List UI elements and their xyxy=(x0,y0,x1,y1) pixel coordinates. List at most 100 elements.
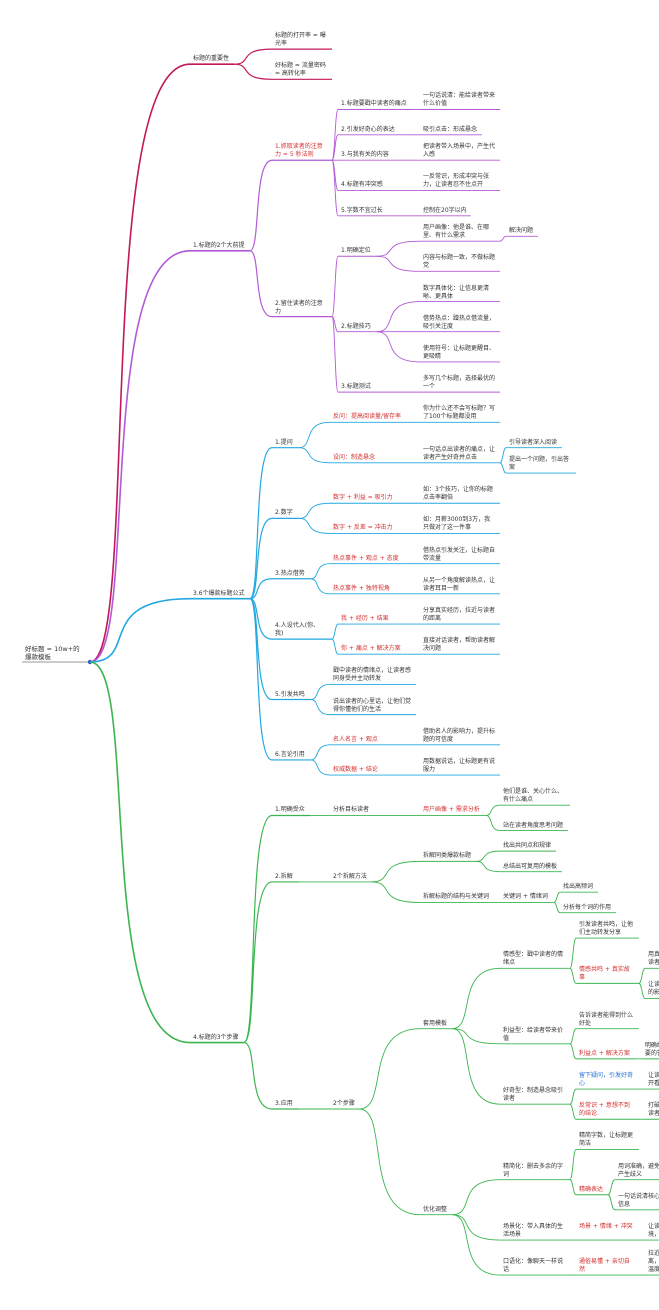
branch-2-2-1-1: 用户画像：他是谁、在哪里、有什么需求 xyxy=(423,224,490,240)
branch-4-3-1-1-2-connector xyxy=(451,1028,501,1045)
branch-4-1-1-1-1-connector xyxy=(485,804,501,816)
branch-2-2-3: 3.标题测试 xyxy=(341,383,371,391)
branch-3-4-2: 你 + 痛点 + 解决方案 xyxy=(341,645,401,653)
branch-4-3-1-1-2-2-connector xyxy=(569,1043,577,1060)
branch-4-3-1-2-1-2-1: 用词准确，避免产生歧义 xyxy=(618,1162,659,1178)
branch-3-3-2: 热点事件 + 独特视角 xyxy=(333,584,390,592)
branch-2-2-2-2: 借势热点：蹭热点借流量，吸引关注度 xyxy=(423,314,496,330)
branch-4-3-1-1-1-connector xyxy=(451,967,501,1030)
branch-3-2-1-1: 如：3个技巧，让你的标题点击率翻倍 xyxy=(423,486,493,502)
branch-4-3-1-1-1-2-1: 用真实故事打动读者 xyxy=(648,951,659,967)
branch-4-2-1-2-connector xyxy=(371,881,421,903)
branch-2-2-1-1-1: 解决问题 xyxy=(509,227,534,235)
branch-4-3-1-1-1: 情感型：戳中读者的情绪点 xyxy=(503,951,564,967)
branch-3-5-2-connector xyxy=(310,699,331,716)
branch-4-3-1-1-3-1-connector xyxy=(569,1088,577,1105)
branch-2-connector xyxy=(89,250,191,663)
branch-4-3-connector xyxy=(243,1041,273,1110)
branch-4-3-1-2-3: 口语化：像聊天一样说话 xyxy=(503,1258,564,1274)
branch-3-1-2-1: 一句话点出读者的痛点，让读者产生好奇并点击 xyxy=(423,445,496,461)
branch-3-5-1-connector xyxy=(310,683,331,700)
branch-2-2-3-connector xyxy=(331,316,339,393)
branch-3-6-1-1: 借助名人的影响力，提升标题的可信度 xyxy=(423,727,496,743)
branch-2-1-2-connector xyxy=(331,134,339,161)
branch-1-2-connector xyxy=(233,63,273,80)
branch-4-3-1-1-2-1: 告诉读者能得到什么好处 xyxy=(579,1011,634,1027)
branch-4-2-1-2-1-2-connector xyxy=(553,901,561,914)
branch-3-6-1: 名人名言 + 观点 xyxy=(333,735,378,743)
branch-2-1-2-1: 吸引点击：形成悬念 xyxy=(423,125,478,133)
branch-3-3-1: 热点事件 + 观点 + 态度 xyxy=(333,554,399,562)
branch-3-1-2: 设问：制造悬念 xyxy=(333,453,376,461)
branch-3-3-2-1: 从另一个角度解读热点，让读者耳目一新 xyxy=(423,576,496,592)
branch-3-1-connector xyxy=(249,447,273,600)
branch-4-2-1-1-1: 找出共同点和规律 xyxy=(503,842,552,850)
branch-2-1-5-1: 控制在20字以内 xyxy=(423,206,467,214)
branch-3-1-1-connector xyxy=(298,421,331,449)
branch-2-2-1-2: 内容与标题一致，不做标题党 xyxy=(423,254,496,270)
branch-4-connector xyxy=(89,661,191,1044)
branch-4-2-connector xyxy=(243,881,273,1044)
branch-4-3-1: 2个步骤 xyxy=(333,1099,355,1107)
branch-3-3-connector xyxy=(249,578,273,600)
branch-4-3-1-2-1-2-1-connector xyxy=(607,1179,616,1196)
branch-4: 4.标题的3个步骤 xyxy=(193,1033,239,1041)
branch-4-1-1-1-1: 他们是谁、关心什么、有什么痛点 xyxy=(503,788,564,804)
branch-3-2: 2.数字 xyxy=(275,509,293,517)
branch-4-3-1-1-3-2-1: 打破认知，颠覆读者的固有思维 xyxy=(648,1102,659,1118)
branch-2-1-1-connector xyxy=(331,109,339,161)
branch-2-1-3: 3.与我有关的内容 xyxy=(341,151,389,159)
branch-2-2-3-1: 多写几个标题，选择最优的一个 xyxy=(423,375,496,391)
branch-2-1-connector xyxy=(249,159,273,252)
branch-4-3-1-1-connector xyxy=(359,1028,421,1110)
branch-3-2-connector xyxy=(249,517,273,600)
branch-4-3-1-1-3-1: 留下疑问，引发好奇心 xyxy=(579,1072,634,1088)
branch-2-2-1-connector xyxy=(331,255,339,318)
branch-4-2-1-1-2: 总结出可复用的模板 xyxy=(503,862,558,870)
branch-1-connector xyxy=(89,63,191,663)
branch-4-3-1-2-1-2: 精确表达 xyxy=(579,1185,604,1193)
branch-1-2: 好标题 = 流量密码 = 高转化率 xyxy=(275,62,326,78)
branch-4-1-1: 分析目标读者 xyxy=(333,806,370,814)
branch-4-2-1-1-2-connector xyxy=(475,860,501,873)
branch-2-2-1-2-connector xyxy=(376,255,421,272)
branch-4-3-1-1-3-1-1: 让读者忍不住点开看结果 xyxy=(648,1072,659,1088)
branch-4-3-1-2-2-1: 场景 + 情绪 + 冲突 xyxy=(579,1223,633,1231)
branch-4-3-1-1-3-2: 反常识 + 意想不到的结论 xyxy=(579,1102,630,1118)
branch-2-1: 1.抓取读者的注意力 = 5 秒法则 xyxy=(275,143,323,159)
branch-4-3-1-1-1-2-2: 让读者看到自己的影子 xyxy=(648,981,659,997)
branch-3-6-1-connector xyxy=(310,744,331,761)
branch-3-4-2-1: 直接对话读者，帮助读者解决问题 xyxy=(423,637,496,653)
branch-3-2-2: 数字 + 反差 = 冲击力 xyxy=(333,524,393,532)
branch-1-1: 标题的打开率 = 曝光率 xyxy=(275,32,326,48)
branch-4-2-1-2-1-2: 分析每个词的作用 xyxy=(563,903,612,911)
branch-4-3-1-1-1-1-connector xyxy=(569,937,577,969)
branch-4-3-1-2-connector xyxy=(359,1108,421,1216)
branch-4-3-1-2-1-1: 精简字数，让标题更简洁 xyxy=(579,1132,634,1148)
branch-4-2: 2.拆解 xyxy=(275,872,293,880)
branch-3-5-1: 戳中读者的情绪点，让读者感同身受并主动转发 xyxy=(333,667,412,683)
branch-3-1-1-1: 你为什么还不会写标题？写了100个标题都没用 xyxy=(423,405,496,421)
branch-4-1-1-1-2-connector xyxy=(485,815,501,832)
branch-1: 标题的重要性 xyxy=(193,55,230,63)
branch-3-1: 1.提问 xyxy=(275,438,293,446)
branch-3-6-2-1: 用数据说话，让标题更有说服力 xyxy=(423,758,496,774)
branch-2-1-4: 4.标题有冲突感 xyxy=(341,181,383,189)
root-topic: 好标题 = 10w+的爆款模板 xyxy=(25,645,80,661)
branch-3-1-2-1-2: 提出一个问题，引出答案 xyxy=(509,456,570,472)
branch-4-3-1-1-2-1-connector xyxy=(569,1028,577,1045)
branch-4-3-1-1-3-2-connector xyxy=(569,1103,577,1120)
branch-4-3: 3.应用 xyxy=(275,1099,293,1107)
branch-4-3-1-2-2-connector xyxy=(451,1214,501,1241)
branch-2: 1.标题的2个大前提 xyxy=(193,241,245,249)
branch-4-3-1-1-1-2-2-connector xyxy=(638,982,646,999)
branch-3-5-connector xyxy=(249,598,273,701)
branch-3-6-2-connector xyxy=(310,759,331,776)
branch-2-1-2: 2.引发好奇心的表达 xyxy=(341,125,395,133)
branch-3-connector xyxy=(89,597,191,663)
branch-4-3-1-2-2-1-1: 让读者身临其境，产生代入感 xyxy=(648,1223,659,1239)
branch-3-2-1: 数字 + 利益 = 吸引力 xyxy=(333,494,393,502)
branch-3-3-1-connector xyxy=(310,563,331,580)
branch-4-3-1-1-1-2-connector xyxy=(569,967,577,984)
branch-4-2-1-2-1-1-connector xyxy=(553,891,561,903)
